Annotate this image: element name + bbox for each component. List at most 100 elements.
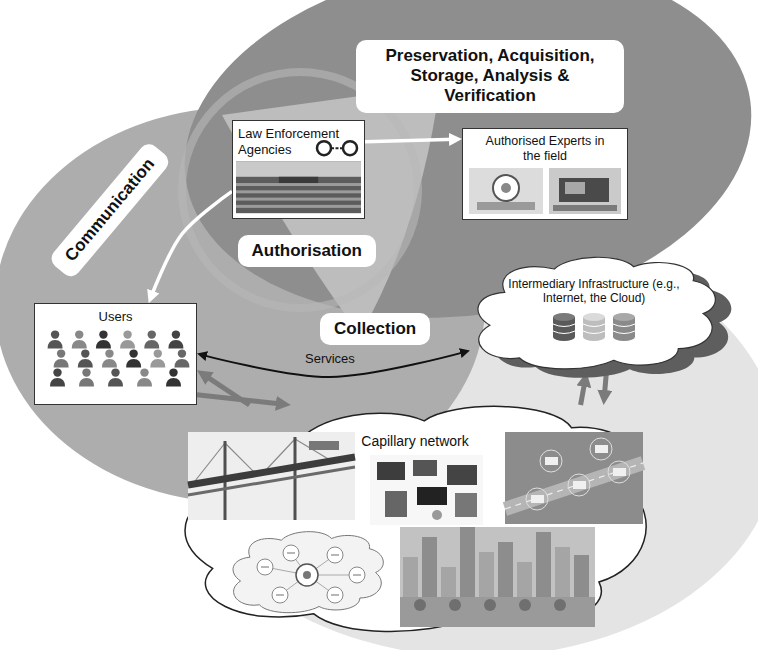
region-title: Collection xyxy=(320,313,430,345)
person-body xyxy=(168,340,183,349)
icon-circle xyxy=(272,587,288,603)
person-head xyxy=(148,330,156,338)
person-body xyxy=(96,340,111,349)
database-icon xyxy=(583,313,605,341)
database-top xyxy=(553,313,575,321)
cuff-ring xyxy=(317,141,331,155)
database-band xyxy=(583,324,605,327)
person-head xyxy=(154,349,162,357)
icon-glyph xyxy=(353,574,361,575)
icon-glyph xyxy=(261,566,269,567)
person-head xyxy=(81,349,89,357)
sensor-boards-photo xyxy=(370,455,483,525)
person-head xyxy=(99,330,107,338)
cloud-shape: Capillary network xyxy=(185,405,645,632)
cloud-text: Intermediary Infrastructure (e.g., Inter… xyxy=(508,277,680,306)
cloud-shape: Intermediary Infrastructure (e.g., Inter… xyxy=(470,255,718,372)
database-base xyxy=(553,333,575,341)
person-head xyxy=(140,368,148,376)
lane-mark xyxy=(505,463,643,509)
signal-ring xyxy=(590,438,612,460)
person-head xyxy=(111,368,119,376)
cloud-text: Capillary network xyxy=(315,433,515,450)
cloud-outline xyxy=(185,406,646,631)
expert-box: Authorised Experts in the field xyxy=(462,128,628,220)
building xyxy=(536,532,551,597)
lab-photo xyxy=(469,168,543,214)
car xyxy=(613,468,626,476)
region-title-text: Communication xyxy=(61,154,159,266)
photo-frame xyxy=(400,527,595,627)
region-title-text: Collection xyxy=(334,319,416,339)
street xyxy=(400,597,595,627)
person-body xyxy=(126,359,141,368)
database-base xyxy=(583,333,605,341)
tree xyxy=(484,599,496,611)
person-head xyxy=(129,349,137,357)
flow-arrow xyxy=(365,139,456,142)
lab-bench xyxy=(477,202,535,210)
icon-circle xyxy=(257,559,273,575)
edge-label-holder: Services xyxy=(302,351,358,367)
bridge-photo xyxy=(188,432,355,520)
users-box: Users xyxy=(34,303,197,405)
lab-device-core xyxy=(501,183,511,193)
person-head xyxy=(178,349,186,357)
handcuffs-icon xyxy=(317,141,357,155)
courtroom-photo xyxy=(236,161,361,213)
person-body xyxy=(120,340,135,349)
tree xyxy=(414,599,426,611)
building xyxy=(517,562,532,597)
person-body xyxy=(50,378,65,387)
icon-circle xyxy=(327,547,343,563)
photo-ceiling xyxy=(236,161,361,177)
database-band xyxy=(583,331,605,334)
road xyxy=(505,463,643,509)
person-body xyxy=(137,378,152,387)
person-body xyxy=(166,378,181,387)
icon-glyph xyxy=(287,552,295,553)
tree xyxy=(519,599,531,611)
circuit-board xyxy=(377,462,405,480)
bridge-girder xyxy=(188,467,355,495)
icon-circle xyxy=(327,587,343,603)
flow-arrow xyxy=(581,379,586,405)
person-body xyxy=(144,340,159,349)
region-title-text: Authorisation xyxy=(252,241,363,261)
box-text: Authorised Experts in the field xyxy=(483,134,607,164)
lab-instrument xyxy=(559,178,609,202)
circuit-board xyxy=(385,491,407,517)
flow-arrow xyxy=(202,352,465,377)
building xyxy=(479,552,494,597)
traffic-photo xyxy=(505,432,643,524)
person-body xyxy=(108,378,123,387)
icon-circle xyxy=(283,545,299,561)
circuit-board xyxy=(455,493,477,517)
signal-ring xyxy=(526,488,548,510)
signal-ring xyxy=(568,474,590,496)
car xyxy=(573,481,586,489)
car xyxy=(595,445,608,453)
building xyxy=(460,527,475,597)
icon-glyph xyxy=(276,594,284,595)
lab-bench xyxy=(553,205,617,211)
person-body xyxy=(48,340,63,349)
circuit-board xyxy=(413,460,437,476)
signal-ring xyxy=(608,461,630,483)
database-top xyxy=(583,313,605,321)
person-body xyxy=(79,378,94,387)
bench-row xyxy=(236,198,361,201)
person-head xyxy=(82,368,90,376)
person-head xyxy=(169,368,177,376)
person-body xyxy=(102,359,117,368)
people-icons xyxy=(48,330,190,386)
photo-frame xyxy=(370,455,483,525)
person-body xyxy=(78,359,93,368)
box-text: Law Enforcement Agencies xyxy=(238,126,359,157)
circuit-board xyxy=(447,465,477,485)
person-head xyxy=(123,330,131,338)
building xyxy=(403,557,418,597)
bench-row xyxy=(236,205,361,208)
icon-circle xyxy=(349,567,365,583)
